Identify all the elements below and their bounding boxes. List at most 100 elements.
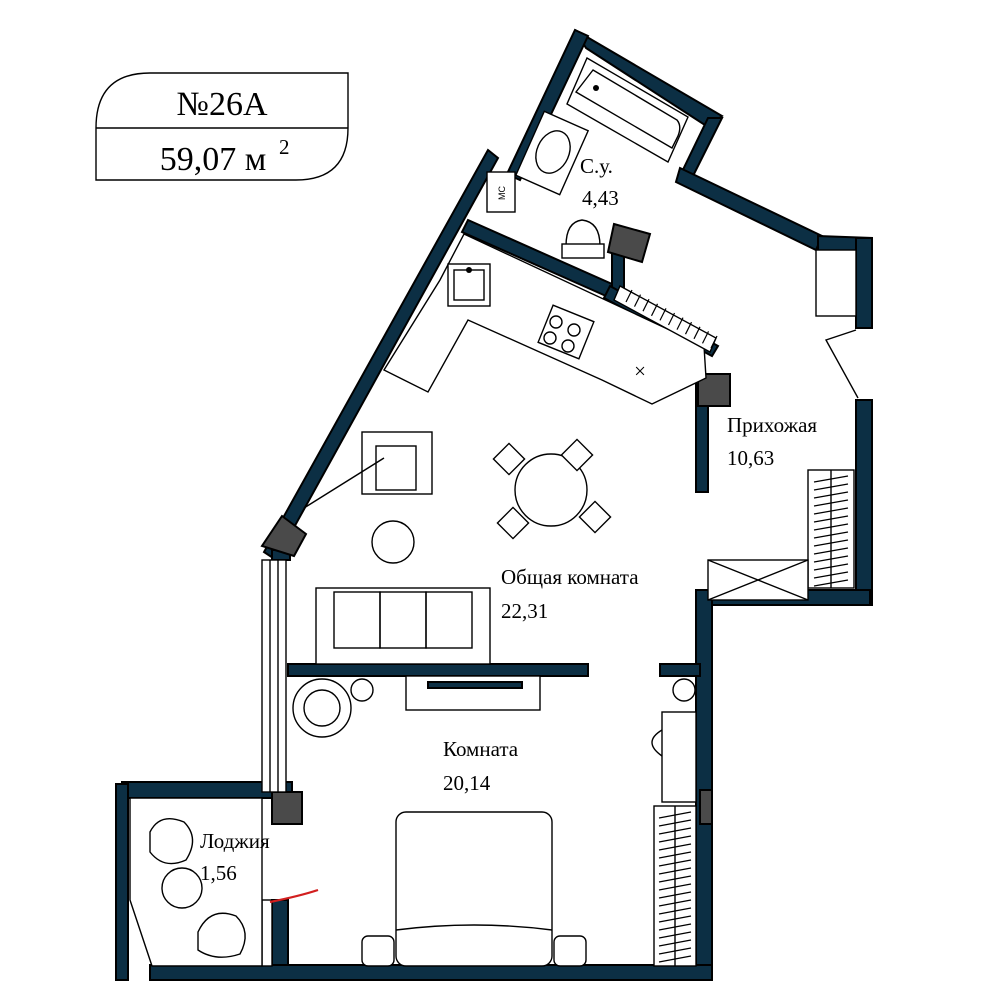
washing-machine-label: МС <box>497 186 507 200</box>
kitchen: × <box>382 233 707 405</box>
wall-bath-left <box>505 28 590 182</box>
window-living-bedroom <box>261 559 287 793</box>
hanger-icon <box>658 851 692 859</box>
loggia-table <box>161 867 203 909</box>
living-room-area: 22,31 <box>501 599 548 623</box>
entry-door-swing <box>824 329 859 399</box>
apartment-total-area: 59,07 м <box>160 141 267 178</box>
hanger-icon <box>658 939 692 947</box>
hanger-icon <box>813 579 849 587</box>
sofa <box>315 587 491 665</box>
bedroom-nightstand <box>361 935 395 967</box>
hanger-icon <box>658 947 692 955</box>
hanger-icon <box>659 308 667 321</box>
wardrobes <box>613 285 855 967</box>
toilet-bowl <box>565 219 601 247</box>
living-room-name: Общая комната <box>501 565 639 589</box>
living-room: Общая комната 22,31 <box>303 431 639 665</box>
hallway: Прихожая 10,63 <box>707 249 859 601</box>
burner-icon <box>561 339 575 353</box>
hanger-icon <box>658 955 692 963</box>
desk-chair <box>651 729 663 757</box>
bathroom-area: 4,43 <box>582 186 619 210</box>
faucet-icon <box>466 267 472 273</box>
hanger-icon <box>813 571 849 579</box>
hallway-name: Прихожая <box>727 413 817 437</box>
bathtub-drain-icon <box>593 85 599 91</box>
bathroom-sink <box>535 130 571 174</box>
hanger-icon <box>813 563 849 571</box>
apartment-badge: №26А 59,07 м 2 <box>95 72 349 181</box>
hanger-icon <box>813 539 849 547</box>
hanger-icon <box>650 303 659 317</box>
loggia-chair <box>197 912 246 958</box>
bedroom-side-table <box>350 678 374 702</box>
window-loggia-door <box>261 899 273 967</box>
bedroom: Комната 20,14 <box>292 675 697 967</box>
hanger-icon <box>658 931 692 939</box>
armchair-seat <box>375 445 417 491</box>
hanger-icon <box>813 547 849 555</box>
hanger-icon <box>658 827 692 835</box>
desk <box>661 711 697 803</box>
hanger-icon <box>658 923 692 931</box>
loggia-area: 1,56 <box>200 861 237 885</box>
loggia-name: Лоджия <box>200 829 270 853</box>
hanger-icon <box>710 335 718 349</box>
wall-diagonal <box>262 148 500 562</box>
bathroom-sink-counter <box>514 110 590 196</box>
wall-hall-right-lower <box>855 399 873 606</box>
dining-table <box>514 453 588 527</box>
burner-icon <box>543 331 557 345</box>
hood-label: × <box>634 359 646 383</box>
wall-hall-right-upper <box>855 237 873 329</box>
hanger-icon <box>813 523 849 531</box>
wall-bedroom-partition-right <box>659 663 701 677</box>
hanger-icon <box>684 321 693 335</box>
hanger-icon <box>633 294 642 307</box>
hanger-icon <box>658 811 692 819</box>
hanger-icon <box>658 915 692 923</box>
apartment-number: №26А <box>177 86 268 123</box>
burner-icon <box>567 323 581 337</box>
dining-chair <box>560 438 594 472</box>
hanger-icon <box>658 891 692 899</box>
windows <box>261 559 287 967</box>
hanger-icon <box>658 883 692 891</box>
hanger-icon <box>813 499 849 507</box>
area-unit-superscript: 2 <box>279 135 290 159</box>
bedroom-area: 20,14 <box>443 771 491 795</box>
bathroom-fixtures: МС С.у. 4,43 <box>486 56 689 259</box>
hanger-icon <box>813 483 849 491</box>
washing-machine <box>486 171 516 213</box>
sofa-cushion <box>425 591 473 649</box>
hanger-icon <box>813 491 849 499</box>
hanger-icon <box>658 859 692 867</box>
bedroom-armchair <box>292 678 352 738</box>
hanger-icon <box>676 317 684 330</box>
hanger-icon <box>658 875 692 883</box>
column-right <box>699 789 713 825</box>
column-living <box>260 514 308 558</box>
dining-chair <box>578 500 612 534</box>
wall-bottom <box>149 964 713 981</box>
dining-chair <box>492 442 526 476</box>
hanger-icon <box>693 326 701 340</box>
hanger-icon <box>813 475 849 483</box>
armchair <box>361 431 433 495</box>
cooktop <box>537 304 595 360</box>
wall-bedroom-partition <box>287 663 589 677</box>
hanger-icon <box>813 555 849 563</box>
hanger-icon <box>813 515 849 523</box>
hanger-icon <box>813 531 849 539</box>
vent-cross <box>707 559 809 601</box>
bed <box>395 811 553 967</box>
hanger-icon <box>667 312 676 326</box>
bedroom-armchair-seat <box>303 689 341 727</box>
living-door-swing <box>303 457 385 509</box>
wall-right <box>695 589 713 976</box>
loggia-door-swing <box>269 888 319 904</box>
wall-loggia-left <box>115 783 129 981</box>
hanger-icon <box>701 331 710 344</box>
bathtub-inner <box>574 69 681 149</box>
